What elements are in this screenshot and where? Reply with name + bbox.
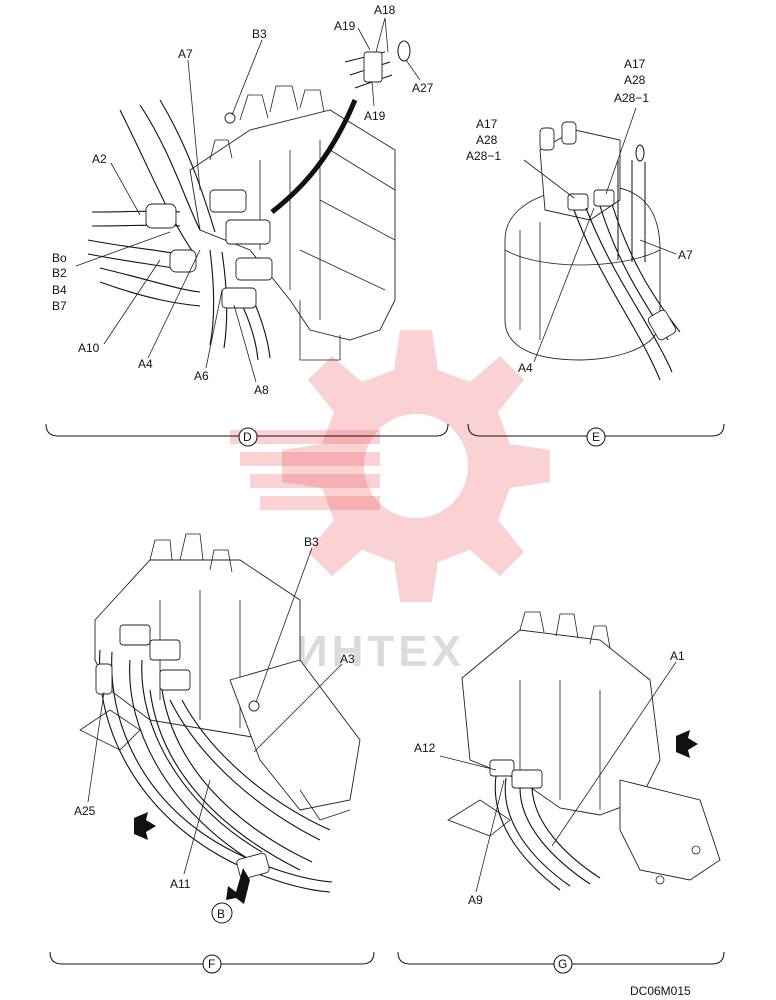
label-d-a7: A7 [178,47,193,61]
panel-d-leaders [75,17,421,383]
panel-f-drawing [79,533,361,904]
panel-f-leaders [87,547,343,875]
panel-d-drawing [87,40,411,361]
panel-e-id: E [592,430,600,444]
label-d-a19-bottom: A19 [364,109,386,123]
label-f-view-b: B [217,907,225,921]
label-g-a12: A12 [414,741,436,755]
panel-g-tag [553,954,573,974]
view-b-tag [211,902,233,924]
label-d-b4: B4 [52,283,67,297]
drawing-code: DC06M015 [630,984,691,998]
label-d-b3: B3 [252,27,267,41]
label-f-a25: A25 [74,804,96,818]
panel-d-id: D [243,430,252,444]
label-d-a27: A27 [412,81,434,95]
label-d-a8: A8 [254,383,269,397]
label-d-b7: B7 [52,299,67,313]
panel-d-tag [238,427,258,447]
label-e-a28-right: A28 [624,73,646,87]
label-e-a4: A4 [518,361,533,375]
label-g-a9: A9 [468,893,483,907]
label-e-a28-1-left: A28−1 [466,149,501,163]
panel-f-id: F [208,957,215,971]
panel-e-drawing [504,121,681,381]
label-d-a6: A6 [194,369,209,383]
watermark-text: ИНTEX [296,627,465,676]
panel-g-leaders [439,661,677,893]
label-d-a10: A10 [78,341,100,355]
label-d-a2: A2 [92,152,107,166]
label-f-a11: A11 [170,877,191,891]
label-d-a4: A4 [138,357,153,371]
panel-f-tag [202,954,222,974]
panel-g-drawing [447,611,721,891]
panel-g-id: G [558,957,567,971]
label-d-b2: B2 [52,266,67,280]
label-e-a17-left: A17 [476,117,498,131]
label-d-a18: A18 [374,3,396,17]
label-e-a28-left: A28 [476,133,498,147]
label-e-a28-1-right: A28−1 [614,91,649,105]
label-f-b3: B3 [304,535,319,549]
panel-e-tag [586,427,606,447]
label-e-a7: A7 [678,248,693,262]
label-d-a19-top: A19 [334,19,356,33]
label-d-bo: Bo [52,251,67,265]
label-g-a1: A1 [670,649,685,663]
panel-e-leaders [523,107,677,363]
watermark-gear [230,330,550,602]
label-f-a3: A3 [340,652,355,666]
label-e-a17-right: A17 [624,57,646,71]
